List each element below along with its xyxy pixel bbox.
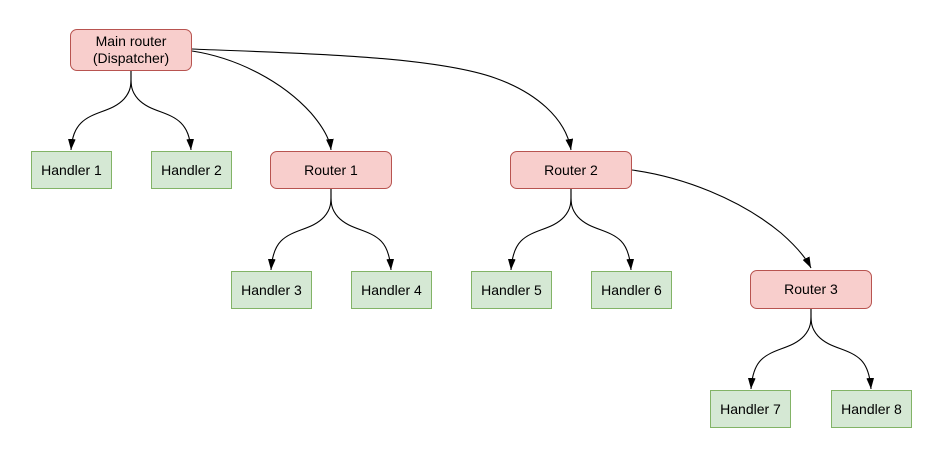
edge-router3-to-handler7 xyxy=(747,307,812,390)
node-router-3: Router 3 xyxy=(750,270,872,309)
node-handler-6: Handler 6 xyxy=(591,271,672,309)
node-handler-3: Handler 3 xyxy=(231,271,312,309)
edge-main-router-to-handler2 xyxy=(130,70,194,151)
edge-router1-to-handler4 xyxy=(330,188,395,271)
node-handler-7: Handler 7 xyxy=(710,390,791,428)
node-router-1: Router 1 xyxy=(270,151,392,189)
edge-router3-to-handler8 xyxy=(810,307,875,390)
edge-router2-to-handler5 xyxy=(507,188,572,271)
node-router-2: Router 2 xyxy=(510,151,632,189)
edge-router2-to-handler6 xyxy=(570,188,635,271)
node-handler-4: Handler 4 xyxy=(351,271,432,309)
edge-router1-to-handler3 xyxy=(267,188,332,271)
edge-router2-to-router3 xyxy=(631,169,812,269)
node-handler-5: Handler 5 xyxy=(471,271,552,309)
edge-main-router-to-router1 xyxy=(191,50,334,151)
node-handler-8: Handler 8 xyxy=(831,390,912,428)
node-handler-2: Handler 2 xyxy=(151,151,232,189)
node-handler-1: Handler 1 xyxy=(31,151,112,189)
edge-main-router-to-router2 xyxy=(191,48,574,151)
edge-main-router-to-handler1 xyxy=(68,70,132,151)
node-main-router: Main router (Dispatcher) xyxy=(70,29,192,71)
